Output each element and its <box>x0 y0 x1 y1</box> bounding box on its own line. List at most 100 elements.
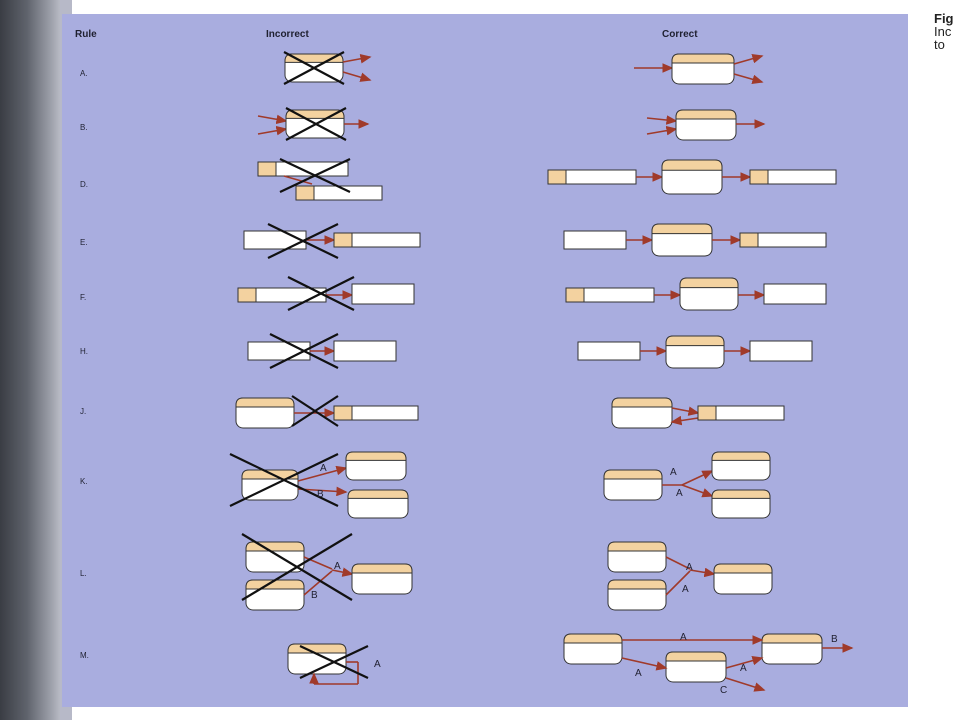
process-symbol <box>665 335 725 369</box>
figure-caption: Fig Inc to <box>934 12 960 58</box>
data-store-id-tab <box>565 287 585 303</box>
data-store-id-tab <box>295 185 315 201</box>
flow-label-m-correct-c: C <box>720 685 727 696</box>
process-symbol <box>345 451 407 481</box>
cross-out-mark <box>283 51 345 85</box>
process-cap <box>711 451 771 461</box>
process-cap <box>661 159 723 171</box>
process-symbol <box>761 633 823 665</box>
process-symbol <box>711 451 771 481</box>
process-cap <box>347 489 409 499</box>
process-symbol <box>607 541 667 573</box>
cross-out-mark <box>291 395 339 427</box>
flow-label-l-incorrect-a: A <box>334 561 341 572</box>
data-store-id-tab <box>547 169 567 185</box>
process-cap <box>607 579 667 590</box>
data-flow-arrow <box>725 677 766 692</box>
cross-out-mark <box>269 333 339 369</box>
data-flow-arrow <box>725 655 764 669</box>
process-cap <box>351 563 413 574</box>
data-flow-arrow <box>689 567 716 578</box>
data-store-id-tab <box>749 169 769 185</box>
data-flow-arrow <box>257 114 288 125</box>
process-cap <box>713 563 773 574</box>
data-flow-arrow <box>331 567 354 577</box>
process-symbol <box>347 489 409 519</box>
data-store-id-tab <box>333 405 353 421</box>
dfd-rules-diagram: Rule Incorrect Correct A. B. D. E. F. H.… <box>75 29 854 696</box>
external-entity-symbol <box>333 340 397 362</box>
rule-label-e: E. <box>80 238 88 247</box>
process-cap <box>665 335 725 347</box>
flow-label-m-incorrect-a: A <box>374 659 381 670</box>
cross-out-mark <box>285 107 347 141</box>
rule-label-m: M. <box>80 651 89 660</box>
process-cap <box>345 451 407 461</box>
process-cap <box>563 633 623 644</box>
process-cap <box>603 469 663 480</box>
process-cap <box>241 469 299 480</box>
process-cap <box>611 397 673 408</box>
flow-label-m-correct-a-right: A <box>740 663 747 674</box>
book-binding-shadow <box>0 0 60 720</box>
external-entity-symbol <box>749 340 813 362</box>
external-entity-symbol <box>763 283 827 305</box>
data-store-id-tab <box>333 232 353 248</box>
flow-label-l-incorrect-b: B <box>311 590 318 601</box>
data-flow-arrow <box>681 470 714 486</box>
flow-label-k-correct-a2: A <box>676 488 683 499</box>
process-cap <box>711 489 771 499</box>
process-cap <box>651 223 713 235</box>
data-flow-arrow <box>257 125 288 136</box>
data-store-id-tab <box>237 287 257 303</box>
process-cap <box>665 651 727 662</box>
flow-label-m-correct-a-top: A <box>680 632 687 643</box>
process-symbol <box>661 159 723 195</box>
process-symbol <box>675 109 737 141</box>
process-symbol <box>665 651 727 683</box>
process-symbol <box>287 643 347 675</box>
process-cap <box>761 633 823 644</box>
external-entity-symbol <box>577 341 641 361</box>
process-cap <box>245 579 305 590</box>
rule-label-l: L. <box>80 569 87 578</box>
cross-out-mark <box>241 533 353 601</box>
process-symbol <box>671 53 735 85</box>
process-cap <box>287 643 347 654</box>
process-cap <box>235 397 295 408</box>
data-flow-arrow <box>342 71 372 82</box>
data-flow-arrow <box>671 406 700 416</box>
flow-label-k-incorrect-b: B <box>317 489 324 500</box>
rule-label-b: B. <box>80 123 88 132</box>
external-entity-symbol <box>243 230 307 250</box>
process-cap <box>245 541 305 552</box>
data-flow-line <box>665 570 691 596</box>
process-symbol <box>351 563 413 595</box>
process-cap <box>675 109 737 120</box>
process-symbol <box>563 633 623 665</box>
cross-out-mark <box>279 158 351 193</box>
data-flow-arrow <box>733 54 764 65</box>
flow-label-m-correct-a-left: A <box>635 668 642 679</box>
data-flow-arrow <box>733 73 764 84</box>
header-correct: Correct <box>662 29 698 40</box>
process-symbol <box>607 579 667 611</box>
process-symbol <box>711 489 771 519</box>
caption-title: Fig <box>934 12 954 26</box>
process-symbol <box>713 563 773 595</box>
data-flow-arrow <box>621 657 668 671</box>
flow-label-l-correct-a1: A <box>686 562 693 573</box>
data-flow-line <box>665 556 691 570</box>
data-store-id-tab <box>257 161 277 177</box>
caption-line-1: Inc <box>934 24 952 39</box>
data-flow-arrow <box>297 465 348 482</box>
process-symbol <box>245 541 305 573</box>
process-cap <box>671 53 735 64</box>
cross-out-mark <box>267 223 339 259</box>
process-symbol <box>603 469 663 501</box>
cross-out-mark <box>229 453 339 507</box>
data-flow-line <box>283 175 313 185</box>
process-cap <box>607 541 667 552</box>
data-flow-arrow <box>646 125 678 136</box>
data-flow-line <box>303 556 333 570</box>
